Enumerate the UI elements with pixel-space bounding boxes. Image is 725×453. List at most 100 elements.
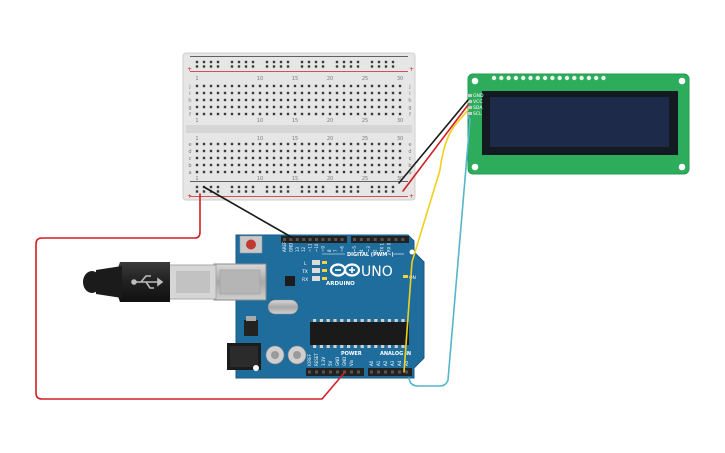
breadboard-hole[interactable] [230, 142, 234, 146]
breadboard-hole[interactable] [349, 98, 353, 102]
breadboard-hole[interactable] [286, 65, 290, 68]
breadboard-hole[interactable] [195, 156, 199, 160]
breadboard-hole[interactable] [328, 98, 332, 102]
breadboard-hole[interactable] [258, 170, 262, 174]
breadboard-hole[interactable] [244, 91, 248, 95]
breadboard-hole[interactable] [286, 112, 290, 116]
breadboard-hole[interactable] [314, 112, 318, 116]
breadboard-hole[interactable] [356, 190, 360, 193]
header-pin[interactable] [302, 238, 306, 241]
breadboard-hole[interactable] [286, 91, 290, 95]
breadboard-hole[interactable] [363, 112, 367, 116]
breadboard-hole[interactable] [237, 149, 241, 153]
breadboard-hole[interactable] [335, 170, 339, 174]
breadboard-hole[interactable] [279, 65, 283, 68]
breadboard-hole[interactable] [363, 98, 367, 102]
breadboard-hole[interactable] [300, 142, 304, 146]
breadboard-hole[interactable] [209, 170, 213, 174]
breadboard-hole[interactable] [286, 60, 290, 64]
breadboard-hole[interactable] [321, 105, 325, 109]
breadboard-hole[interactable] [321, 170, 325, 174]
breadboard-hole[interactable] [384, 190, 388, 193]
header-pin[interactable] [295, 238, 299, 241]
breadboard-hole[interactable] [321, 65, 325, 68]
breadboard-hole[interactable] [391, 60, 395, 64]
breadboard-hole[interactable] [209, 149, 213, 153]
breadboard-hole[interactable] [321, 156, 325, 160]
breadboard-hole[interactable] [216, 149, 220, 153]
breadboard-hole[interactable] [377, 170, 381, 174]
breadboard-hole[interactable] [209, 142, 213, 146]
breadboard-hole[interactable] [342, 91, 346, 95]
breadboard-hole[interactable] [272, 84, 276, 88]
breadboard-hole[interactable] [272, 65, 276, 68]
breadboard-hole[interactable] [384, 91, 388, 95]
breadboard-hole[interactable] [377, 190, 381, 193]
breadboard-hole[interactable] [237, 185, 241, 189]
breadboard-hole[interactable] [307, 149, 311, 153]
breadboard-hole[interactable] [223, 98, 227, 102]
breadboard-hole[interactable] [328, 112, 332, 116]
breadboard-hole[interactable] [230, 185, 234, 189]
breadboard-hole[interactable] [356, 142, 360, 146]
breadboard-hole[interactable] [300, 170, 304, 174]
breadboard-hole[interactable] [237, 142, 241, 146]
breadboard-hole[interactable] [384, 185, 388, 189]
breadboard-hole[interactable] [195, 98, 199, 102]
breadboard-hole[interactable] [377, 142, 381, 146]
breadboard-hole[interactable] [391, 142, 395, 146]
breadboard-hole[interactable] [293, 98, 297, 102]
breadboard-hole[interactable] [293, 91, 297, 95]
breadboard-hole[interactable] [328, 142, 332, 146]
breadboard-hole[interactable] [216, 156, 220, 160]
breadboard-hole[interactable] [356, 170, 360, 174]
breadboard-hole[interactable] [265, 142, 269, 146]
breadboard-hole[interactable] [223, 170, 227, 174]
breadboard-hole[interactable] [230, 170, 234, 174]
breadboard-hole[interactable] [279, 84, 283, 88]
header-pin[interactable] [370, 370, 373, 374]
breadboard-hole[interactable] [300, 60, 304, 64]
breadboard-hole[interactable] [363, 91, 367, 95]
breadboard-hole[interactable] [251, 112, 255, 116]
breadboard-hole[interactable] [216, 105, 220, 109]
breadboard-hole[interactable] [272, 190, 276, 193]
breadboard-hole[interactable] [363, 156, 367, 160]
breadboard-hole[interactable] [398, 142, 402, 146]
breadboard-hole[interactable] [342, 156, 346, 160]
breadboard-hole[interactable] [342, 170, 346, 174]
header-pin[interactable] [340, 238, 344, 241]
breadboard-hole[interactable] [384, 163, 388, 167]
header-pin[interactable] [357, 370, 360, 374]
usb-cable[interactable] [83, 262, 217, 302]
breadboard-hole[interactable] [328, 149, 332, 153]
breadboard-hole[interactable] [237, 65, 241, 68]
breadboard-hole[interactable] [335, 149, 339, 153]
breadboard-hole[interactable] [300, 98, 304, 102]
breadboard-hole[interactable] [244, 98, 248, 102]
breadboard-hole[interactable] [279, 98, 283, 102]
breadboard-hole[interactable] [258, 149, 262, 153]
breadboard-hole[interactable] [251, 142, 255, 146]
breadboard-hole[interactable] [258, 163, 262, 167]
header-pin[interactable] [380, 238, 384, 241]
breadboard-hole[interactable] [223, 156, 227, 160]
breadboard-hole[interactable] [265, 60, 269, 64]
breadboard-hole[interactable] [230, 163, 234, 167]
breadboard-hole[interactable] [391, 149, 395, 153]
breadboard-hole[interactable] [321, 185, 325, 189]
breadboard-hole[interactable] [244, 84, 248, 88]
breadboard-hole[interactable] [314, 190, 318, 193]
breadboard-hole[interactable] [391, 190, 395, 193]
breadboard-hole[interactable] [195, 149, 199, 153]
breadboard-hole[interactable] [328, 170, 332, 174]
breadboard-hole[interactable] [293, 156, 297, 160]
breadboard-hole[interactable] [230, 91, 234, 95]
breadboard-hole[interactable] [237, 112, 241, 116]
breadboard-hole[interactable] [237, 170, 241, 174]
breadboard-hole[interactable] [279, 170, 283, 174]
breadboard-hole[interactable] [286, 149, 290, 153]
breadboard-hole[interactable] [356, 112, 360, 116]
breadboard-hole[interactable] [279, 60, 283, 64]
breadboard-hole[interactable] [342, 149, 346, 153]
